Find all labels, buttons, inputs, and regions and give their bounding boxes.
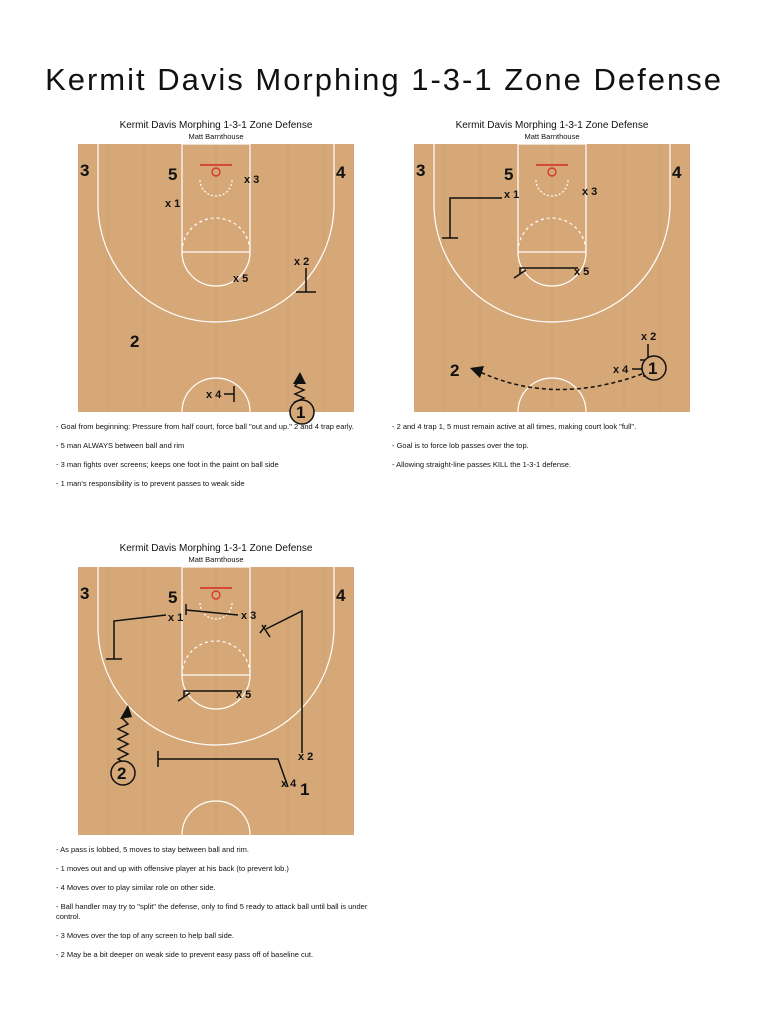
note: - 2 May be a bit deeper on weak side to … <box>56 950 314 959</box>
defender-x3: x 3 <box>244 174 259 186</box>
ball-handler-circle <box>641 355 667 381</box>
ball-handler-circle <box>110 760 136 786</box>
panel-3-title: Kermit Davis Morphing 1-3-1 Zone Defense <box>119 543 313 554</box>
defender-x4: x 4 <box>613 364 629 376</box>
offense-5: 5 <box>168 165 177 184</box>
note: - 3 Moves over the top of any screen to … <box>56 931 235 940</box>
note: - Allowing straight-line passes KILL the… <box>392 460 571 469</box>
offense-3: 3 <box>416 161 425 180</box>
court-diagram-2: 3 5 4 2 x 1 x 3 x 5 x 2 x 4 1 <box>414 143 690 413</box>
offense-1: 1 <box>300 780 309 799</box>
panel-2-author: Matt Barnthouse <box>524 132 580 141</box>
offense-2: 2 <box>130 332 139 351</box>
defender-x4: x 4 <box>206 389 222 401</box>
court-svg-2: 3 5 4 2 x 1 x 3 x 5 x 2 x 4 1 <box>414 143 690 413</box>
defender-x5: x 5 <box>236 689 251 701</box>
note: - 1 man's responsibility is to prevent p… <box>56 479 245 488</box>
offense-1: 1 <box>648 359 657 378</box>
defender-x1: x 1 <box>165 198 180 210</box>
offense-4: 4 <box>336 586 346 605</box>
defender-x2: x 2 <box>298 751 313 763</box>
panel-3-author: Matt Barnthouse <box>188 555 244 564</box>
ball-handler-circle <box>289 399 315 425</box>
offense-4: 4 <box>336 163 346 182</box>
defender-x4: x 4 <box>281 778 297 790</box>
offense-5: 5 <box>504 165 513 184</box>
offense-4: 4 <box>672 163 682 182</box>
panel-2-title: Kermit Davis Morphing 1-3-1 Zone Defense <box>455 120 649 131</box>
note: - 3 man fights over screens; keeps one f… <box>56 460 279 469</box>
note: - 2 and 4 trap 1, 5 must remain active a… <box>392 422 637 431</box>
note: - 1 moves out and up with offensive play… <box>56 864 289 873</box>
rim-icon <box>211 167 221 177</box>
notes-panel-1: - Goal from beginning: Pressure from hal… <box>56 422 381 498</box>
defender-x2: x 2 <box>641 331 656 343</box>
panel-1-title: Kermit Davis Morphing 1-3-1 Zone Defense <box>119 120 313 131</box>
note: - Goal from beginning: Pressure from hal… <box>56 422 354 431</box>
lob-pass-path <box>479 371 643 391</box>
panel-1-author: Matt Barnthouse <box>188 132 244 141</box>
court-diagram-1: 3 5 4 2 x 3 x 1 x 2 x 5 x 4 1 <box>78 143 354 425</box>
court-svg-1: 3 5 4 2 x 3 x 1 x 2 x 5 x 4 1 <box>78 143 354 425</box>
offense-2: 2 <box>450 361 459 380</box>
defender-x1: x 1 <box>168 612 183 624</box>
note: - 4 Moves over to play similar role on o… <box>56 883 216 892</box>
note: - Goal is to force lob passes over the t… <box>392 441 529 450</box>
defender-x3: x 3 <box>582 186 597 198</box>
arrow-head-icon <box>120 705 132 719</box>
court-lines <box>433 143 671 413</box>
court-lines <box>97 143 335 413</box>
court-svg-3: 3 5 4 1 x 1 x 3 x 5 x 2 x 4 2 <box>78 566 354 836</box>
dribble-path <box>116 717 130 764</box>
defender-x1: x 1 <box>504 189 519 201</box>
rim-icon <box>211 590 221 600</box>
arrow-head-icon <box>293 372 306 384</box>
offense-1: 1 <box>296 403 305 422</box>
notes-panel-2: - 2 and 4 trap 1, 5 must remain active a… <box>392 422 712 479</box>
notes-panel-3: - As pass is lobbed, 5 moves to stay bet… <box>56 845 381 969</box>
defender-x2: x 2 <box>294 256 309 268</box>
defender-x3: x 3 <box>241 610 256 622</box>
arrow-head-icon <box>470 366 484 378</box>
page-title: Kermit Davis Morphing 1-3-1 Zone Defense <box>45 62 723 97</box>
defender-x5: x 5 <box>233 273 248 285</box>
offense-2: 2 <box>117 764 126 783</box>
offense-3: 3 <box>80 161 89 180</box>
court-lines <box>97 566 335 836</box>
defender-x5: x 5 <box>574 266 589 278</box>
offense-5: 5 <box>168 588 177 607</box>
note: - As pass is lobbed, 5 moves to stay bet… <box>56 845 250 854</box>
offense-3: 3 <box>80 584 89 603</box>
court-diagram-3: 3 5 4 1 x 1 x 3 x 5 x 2 x 4 2 <box>78 566 354 836</box>
note: - 5 man ALWAYS between ball and rim <box>56 441 185 450</box>
rim-icon <box>547 167 557 177</box>
note: - Ball handler may try to "split" the de… <box>56 902 368 921</box>
